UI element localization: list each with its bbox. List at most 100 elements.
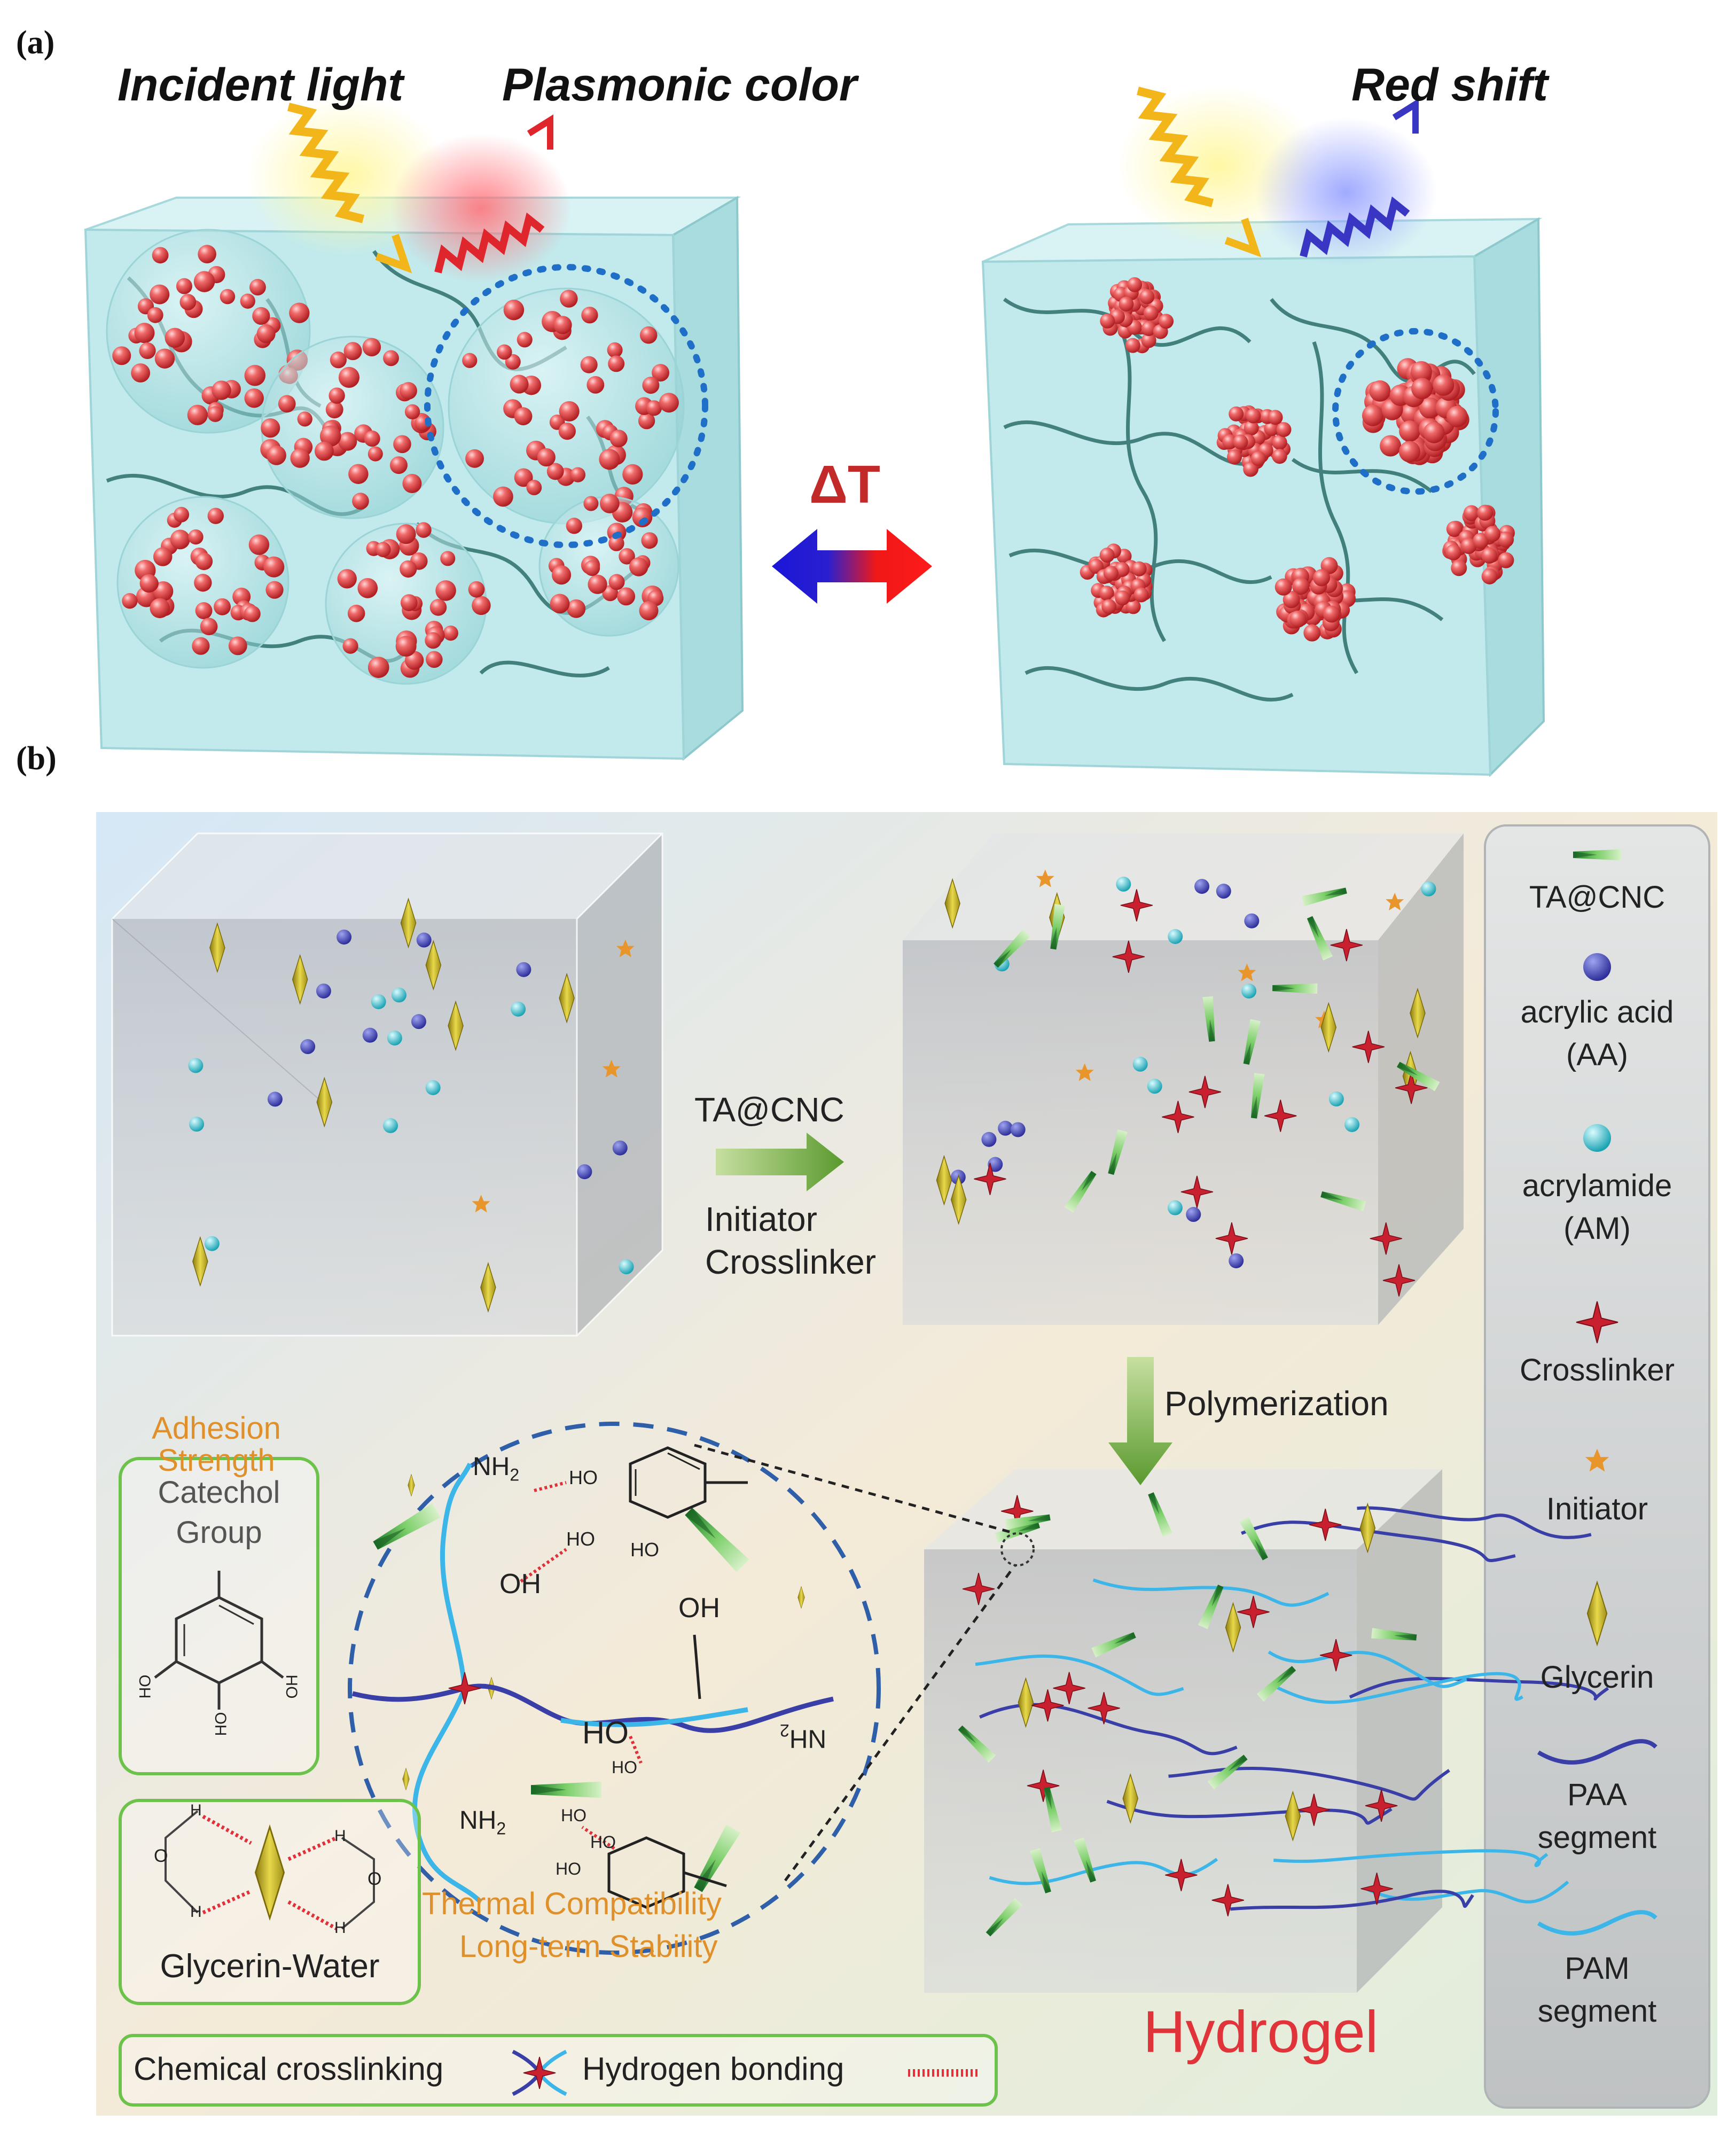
nanoparticle xyxy=(1320,557,1338,574)
hydrogen-bonding-label: Hydrogen bonding xyxy=(582,2051,844,2087)
acrylamide-molecule xyxy=(1147,1079,1162,1094)
polymer-chain xyxy=(1092,1578,1330,1607)
legend-label-pam: PAM xyxy=(1565,1951,1630,1986)
nanoparticle xyxy=(1243,462,1258,477)
legend-label-paa: PAA xyxy=(1567,1777,1627,1812)
nanoparticle xyxy=(493,486,513,507)
right-gel-cube xyxy=(981,217,1545,777)
nanoparticle xyxy=(1313,569,1331,587)
nanoparticle xyxy=(550,594,570,614)
nanoparticle xyxy=(347,604,365,622)
nanoparticle xyxy=(139,342,156,360)
nanoparticle xyxy=(244,388,264,408)
acrylamide-molecule xyxy=(391,987,406,1003)
nanoparticle xyxy=(261,418,280,438)
water-glycerin-structure xyxy=(165,1810,375,1931)
thermal-compatibility-label: Thermal Compatibility xyxy=(422,1886,722,1921)
chem-nh2-flipped: NH2 xyxy=(780,1721,827,1753)
polymer-chain xyxy=(975,1654,1184,1696)
nanoparticle xyxy=(200,618,218,636)
plasmonic-color-wave xyxy=(390,114,572,283)
legend-label-acrylamide: acrylamide xyxy=(1522,1168,1672,1203)
ta-cnc-arrow xyxy=(716,1133,844,1191)
nanoparticle xyxy=(1125,599,1141,614)
acrylamide-molecule xyxy=(1168,929,1183,944)
hydrogel-box xyxy=(924,1469,1609,1993)
nanoparticle xyxy=(526,480,542,495)
acrylamide-molecule xyxy=(189,1117,205,1132)
nanoparticle xyxy=(1473,533,1489,549)
nanoparticle xyxy=(1446,521,1463,537)
nanoparticle xyxy=(584,560,600,576)
incident-light-label: Incident light xyxy=(118,59,404,111)
water-o-2: O xyxy=(367,1869,382,1889)
nanoparticle xyxy=(367,657,389,678)
catechol-group-box xyxy=(119,1457,319,1775)
nanoparticle xyxy=(587,376,605,394)
nanoparticle xyxy=(503,299,525,321)
nanoparticle xyxy=(195,552,213,571)
nanoparticle xyxy=(329,387,345,404)
polymer-chain xyxy=(1349,1676,1609,1701)
catechol-ho-left: HO xyxy=(136,1674,154,1699)
nanoparticle xyxy=(425,632,442,649)
acrylamide-molecule xyxy=(371,994,386,1009)
nanoparticle xyxy=(244,605,261,622)
nanoparticle xyxy=(416,522,432,538)
hydrogel-label: Hydrogel xyxy=(1143,1999,1379,2065)
nanoparticle xyxy=(207,508,224,524)
acrylic-acid-molecule xyxy=(300,1039,316,1055)
nanoparticle xyxy=(187,404,208,425)
nanoparticle xyxy=(278,395,296,413)
chem-ho-7: HO xyxy=(556,1859,581,1878)
nanoparticle xyxy=(139,574,159,593)
nanoparticle xyxy=(1398,441,1420,463)
initiator-arrow-label: Initiator xyxy=(705,1200,817,1238)
nanoparticle xyxy=(570,467,586,482)
acrylamide-molecule xyxy=(425,1080,441,1095)
nanoparticle xyxy=(1246,408,1261,424)
nanoparticle xyxy=(1139,289,1155,305)
nanoparticle xyxy=(152,247,169,264)
acrylic-acid-molecule xyxy=(1216,884,1231,899)
nanoparticle xyxy=(600,494,620,513)
nanoparticle xyxy=(153,581,174,602)
polymer-chain xyxy=(1357,1506,1592,1539)
chem-ho-2: HO xyxy=(566,1528,595,1550)
catechol-oh-right: OH xyxy=(283,1674,301,1699)
nanoparticle xyxy=(263,556,285,578)
nanoparticle xyxy=(580,356,598,373)
nanoparticle xyxy=(376,542,391,557)
nanoparticle xyxy=(472,596,491,615)
nanoparticle xyxy=(1099,586,1114,601)
nanoparticle xyxy=(560,290,578,308)
nanoparticle xyxy=(364,430,380,447)
nanoparticle xyxy=(174,506,190,522)
polymer-chain xyxy=(1168,1766,1450,1801)
expanded-clusters xyxy=(106,229,685,685)
nanoparticle xyxy=(552,565,572,585)
polymer-chain xyxy=(1367,1881,1569,1904)
nanoparticle xyxy=(1272,449,1287,464)
acrylic-acid-molecule xyxy=(267,1091,283,1107)
nanoparticle xyxy=(362,338,381,357)
nanoparticle xyxy=(517,332,533,348)
zoom-circle xyxy=(348,1422,1035,1955)
catechol-ho-mid: HO xyxy=(212,1712,230,1736)
nanoparticle xyxy=(290,448,310,468)
nanoparticle xyxy=(198,245,216,263)
legend-label-am: (AM) xyxy=(1563,1211,1631,1246)
nanoparticle xyxy=(1131,561,1147,576)
acrylamide-molecule xyxy=(387,1030,402,1046)
acrylamide-molecule xyxy=(1344,1117,1360,1132)
nanoparticle xyxy=(567,599,586,618)
legend-light-blue-wave-icon xyxy=(1537,1910,1657,1936)
nanoparticle xyxy=(646,400,662,416)
legend-label-acrylic-acid: acrylic acid xyxy=(1520,995,1674,1029)
nanoparticle xyxy=(546,463,564,480)
delta-t-label: ΔT xyxy=(809,455,880,514)
nanoparticle xyxy=(249,279,266,296)
acrylamide-molecule xyxy=(1328,1091,1344,1107)
acrylic-acid-molecule xyxy=(516,962,531,977)
nanoparticle xyxy=(462,353,478,368)
